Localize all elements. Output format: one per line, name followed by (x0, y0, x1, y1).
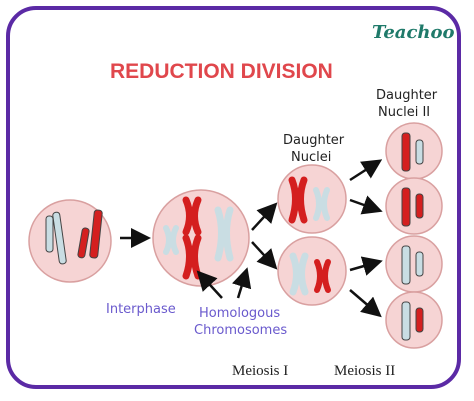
daughter-ii-cell-3 (385, 235, 443, 293)
flow-arrows (120, 159, 383, 318)
interphase-chromosomes (45, 209, 103, 265)
daughter-ii-cell-2 (385, 177, 443, 235)
daughter-cell-top (277, 164, 347, 234)
brand-logo: Teachoo (372, 22, 455, 43)
daughter-cell-bottom (277, 236, 347, 306)
homologous-chromosomes (163, 196, 234, 280)
daughter-bottom-chromosomes (289, 252, 331, 296)
daughter-top-chromosomes (288, 176, 330, 224)
daughter-ii-cell-4 (385, 291, 443, 349)
label-meiosis-1: Meiosis I (232, 363, 289, 379)
rounded-frame (6, 6, 461, 389)
label-meiosis-2: Meiosis II (334, 363, 396, 379)
label-daughter-nuclei-ii-line2: Nuclei II (378, 105, 431, 120)
daughter-ii-chromosomes (401, 132, 424, 341)
daughter-ii-cell-1 (385, 122, 443, 180)
label-daughter-nuclei-line1: Daughter (283, 133, 345, 148)
label-interphase: Interphase (106, 302, 176, 317)
label-daughter-nuclei-line2: Nuclei (291, 150, 332, 165)
diagram-title: REDUCTION DIVISION (110, 60, 333, 83)
label-homologous-line1: Homologous (199, 306, 281, 321)
label-homologous-line2: Chromosomes (194, 323, 288, 338)
label-daughter-nuclei-ii-line1: Daughter (376, 88, 438, 103)
